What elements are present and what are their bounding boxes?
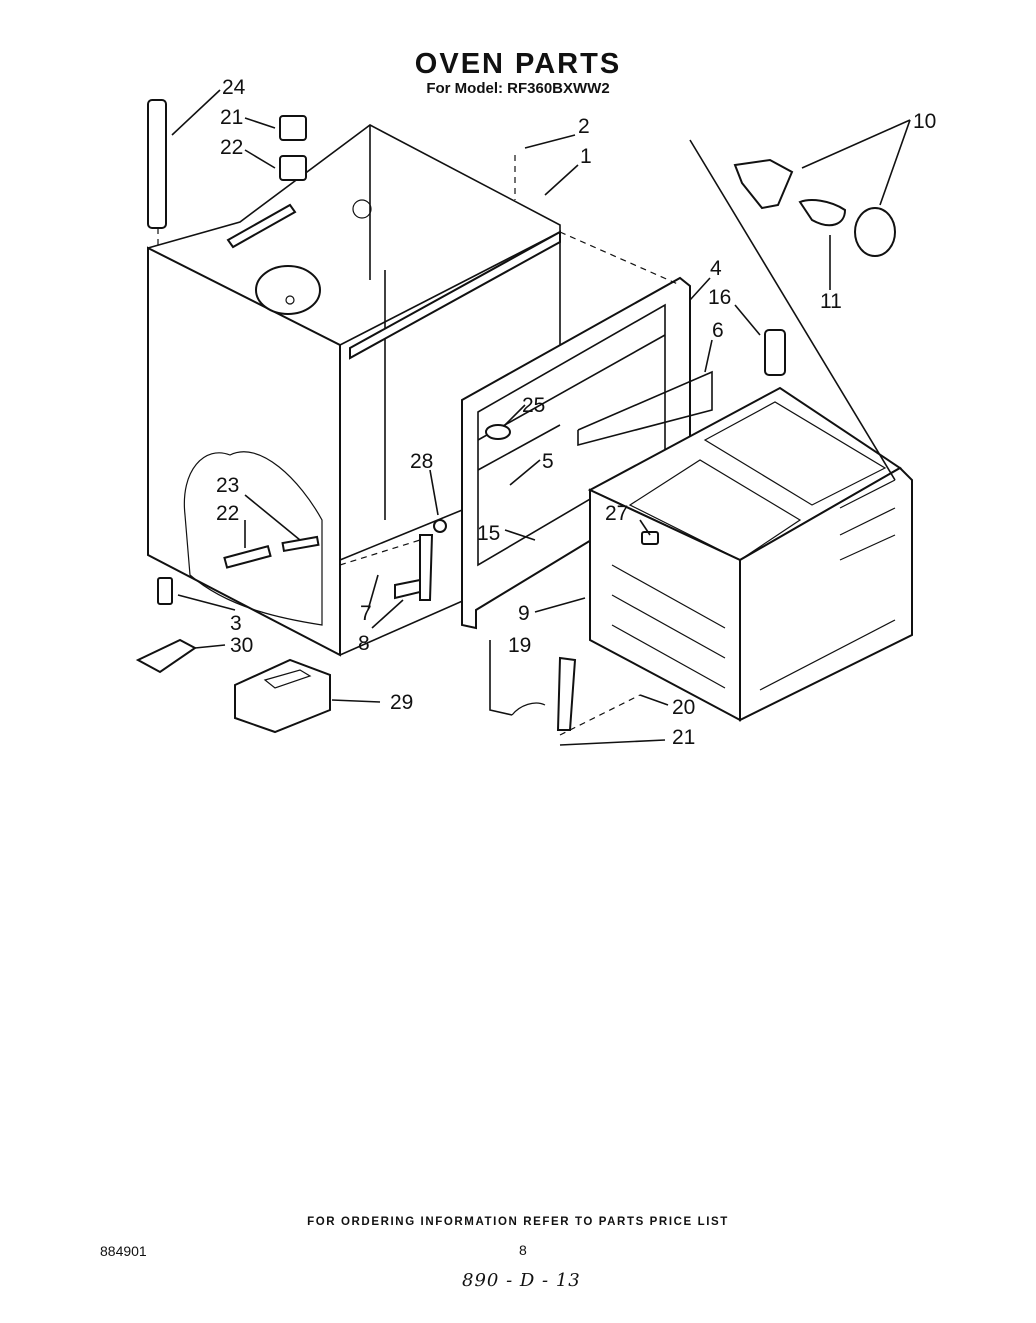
- callout-18: 22: [220, 136, 243, 159]
- bracket-24: [147, 99, 167, 229]
- callout-numbers: 24 21 22 2 1 10 11 4 16 6 25 28 5 23 22 …: [216, 76, 936, 749]
- part-27: [641, 531, 659, 545]
- callout-11: 11: [820, 290, 842, 313]
- oven-liner: [587, 386, 913, 722]
- callout-7: 7: [360, 602, 372, 625]
- callout-9: 9: [518, 602, 530, 625]
- rack-guide-6: [577, 370, 713, 447]
- front-frame: [461, 276, 691, 630]
- dashed-alignment-lines: [157, 155, 681, 736]
- callout-4: 4: [710, 257, 722, 280]
- callout-29: 29: [390, 691, 413, 714]
- callout-16: 16: [708, 286, 731, 309]
- block-29: [234, 658, 331, 734]
- callout-6: 6: [712, 319, 724, 342]
- callout-8: 8: [358, 632, 370, 655]
- callout-30: 30: [230, 634, 253, 657]
- handwritten-note: 890 - D - 13: [462, 1270, 581, 1291]
- callout-22: 22: [216, 502, 239, 525]
- oven-cabinet: [147, 124, 561, 657]
- page-title: OVEN PARTS: [414, 48, 622, 80]
- hinge-8: [394, 534, 434, 601]
- callout-1: 1: [580, 145, 592, 168]
- part-28: [433, 519, 447, 533]
- bracket-30: [135, 638, 197, 674]
- callout-27: 27: [605, 502, 628, 525]
- sensor-part-22-23: [223, 535, 320, 569]
- callout-23: 23: [216, 474, 239, 497]
- callout-5: 5: [542, 450, 554, 473]
- callout-19: 19: [508, 634, 531, 657]
- callout-21: 21: [672, 726, 695, 749]
- callout-2: 2: [578, 115, 590, 138]
- ordering-note: FOR ORDERING INFORMATION REFER TO PARTS …: [307, 1216, 729, 1228]
- switch-18: [279, 155, 307, 181]
- page-number: 8: [519, 1242, 527, 1258]
- tube-16: [764, 329, 786, 376]
- callout-25: 25: [522, 394, 545, 417]
- callout-3: 3: [230, 612, 242, 635]
- callout-17: 21: [220, 106, 243, 129]
- oven-light-assembly: [733, 158, 896, 257]
- switch-17: [279, 115, 307, 141]
- model-subtitle: For Model: RF360BXWW2: [426, 80, 610, 97]
- callout-15: 15: [477, 522, 500, 545]
- hinge-19: [511, 656, 577, 731]
- leader-lines: [171, 89, 911, 746]
- part-25: [485, 424, 511, 440]
- callout-20: 20: [672, 696, 695, 719]
- callout-28: 28: [410, 450, 433, 473]
- callout-24: 24: [222, 76, 246, 99]
- leveling-leg-3: [157, 577, 173, 605]
- callout-10: 10: [913, 110, 936, 133]
- document-number: 884901: [100, 1243, 147, 1259]
